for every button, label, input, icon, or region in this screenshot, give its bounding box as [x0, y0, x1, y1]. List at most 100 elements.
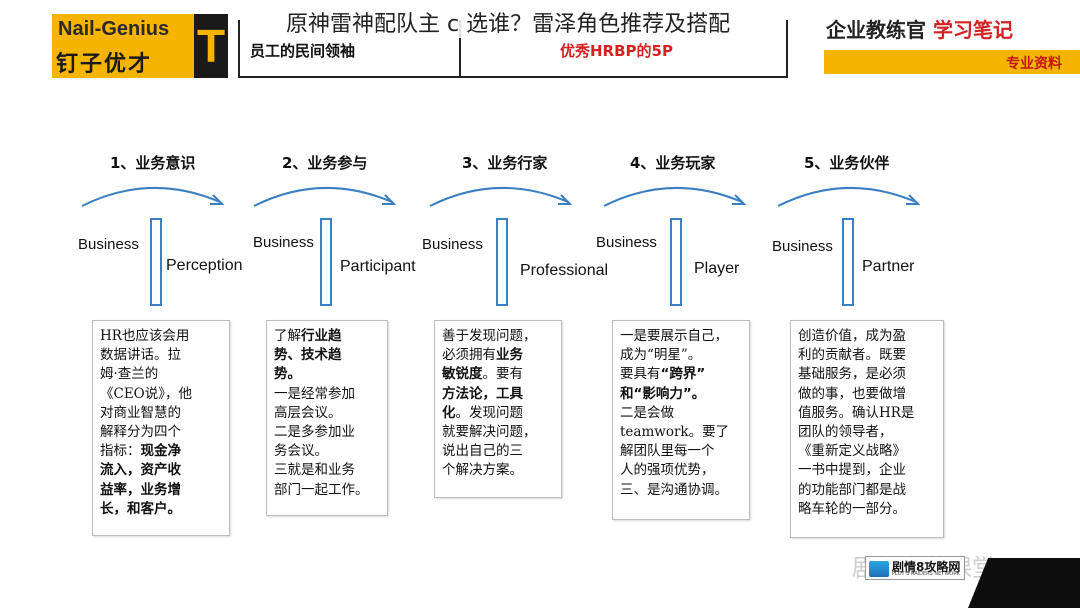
desc-line: teamwork。要了: [620, 424, 730, 441]
desc-box-1: HR也应该会用 数据讲话。拉 姆·查兰的 《CEO说》，他 对商业智慧的 解释分…: [92, 320, 230, 536]
desc-line: 略车轮的一部分。: [798, 500, 906, 517]
brand-logo: Nail-Genius 钉子优才 T: [52, 14, 228, 78]
pillar-3: [496, 218, 508, 306]
desc-line: 一是经常参加: [274, 385, 355, 402]
desc-line: 敏锐度。要有: [442, 366, 523, 383]
desc-line: 一是要展示自己，: [620, 328, 728, 344]
right-brand-bar: 专业资料: [824, 50, 1080, 74]
desc-line: 姆·查兰的: [100, 366, 159, 383]
desc-line: 说出自己的三: [442, 443, 523, 460]
label-business-4: Business: [596, 234, 657, 251]
label-business-1: Business: [78, 236, 139, 253]
label-second-3: Professional: [520, 262, 609, 279]
brand-chinese: 钉子优才: [56, 52, 153, 77]
label-second-5: Partner: [862, 258, 915, 275]
desc-line: 解团队里每一个: [620, 443, 715, 460]
desc-line: 三、是沟通协调。: [620, 481, 728, 498]
page-title: 原神雷神配队主 c 选谁？雷泽角色推荐及搭配: [282, 6, 735, 38]
game-site-watermark: 剧情8攻略网 PLOT 8 RAIDERS NETWORK: [865, 556, 965, 580]
right-brand-tag: 专业资料: [1006, 56, 1062, 72]
desc-line: 部门一起工作。: [274, 481, 369, 498]
header-left-label: 员工的民间领袖: [250, 42, 356, 60]
brand-letter: T: [194, 14, 228, 78]
stage-title-4: 4、业务玩家: [630, 154, 716, 172]
arc-arrow-5: [777, 186, 921, 207]
arc-arrow-3: [429, 186, 573, 207]
desc-line: HR也应该会用: [100, 328, 190, 344]
desc-line: 就要解决问题，: [442, 424, 537, 441]
desc-line: 人的强项优势，: [620, 462, 715, 479]
desc-line: 做的事，也要做增: [798, 385, 906, 402]
label-second-2: Participant: [340, 258, 416, 275]
desc-line: 解释分为四个: [100, 424, 181, 441]
desc-line: 指标：现金净: [100, 443, 181, 460]
label-second-1: Perception: [166, 257, 243, 274]
right-brand-title: 企业教练官 学习笔记: [826, 14, 1013, 43]
pillar-base-2: [320, 304, 332, 306]
desc-line: 了解行业趋: [274, 328, 342, 344]
header-right-label: 优秀HRBP的5P: [560, 42, 673, 60]
desc-line: 的功能部门都是战: [798, 481, 906, 498]
desc-line: 利的贡献者。既要: [798, 347, 906, 364]
game-site-icon: [869, 561, 889, 577]
desc-line: 善于发现问题，: [442, 328, 537, 344]
desc-line: 二是会做: [620, 404, 674, 421]
pillar-base-1: [150, 304, 162, 306]
desc-line: 势、技术趋: [274, 347, 342, 364]
header-divider: [459, 20, 461, 76]
stage-title-1: 1、业务意识: [110, 154, 196, 172]
arc-arrow-1: [81, 186, 225, 207]
label-business-3: Business: [422, 236, 483, 253]
desc-box-2: 了解行业趋 势、技术趋 势。 一是经常参加 高层会议。 二是多参加业 务会议。 …: [266, 320, 388, 516]
desc-box-5: 创造价值，成为盈 利的贡献者。既要 基础服务，是必须 做的事，也要做增 值服务。…: [790, 320, 944, 538]
desc-line: 成为“明星”。: [620, 347, 702, 364]
corner-shape: [968, 558, 1080, 608]
label-business-2: Business: [253, 234, 314, 251]
desc-line: 化。发现问题: [442, 404, 523, 421]
stage-title-3: 3、业务行家: [462, 154, 548, 172]
pillar-base-3: [496, 304, 508, 306]
right-brand: 企业教练官 学习笔记 专业资料: [824, 14, 1080, 74]
label-second-4: Player: [694, 260, 740, 277]
desc-line: 益率，业务增: [100, 481, 181, 498]
desc-line: 数据讲话。拉: [100, 347, 181, 364]
desc-box-4: 一是要展示自己， 成为“明星”。 要具有“跨界” 和“影响力”。 二是会做 te…: [612, 320, 750, 520]
desc-line: 高层会议。: [274, 404, 342, 421]
game-site-sub: PLOT 8 RAIDERS NETWORK: [892, 571, 960, 577]
desc-line: 对商业智慧的: [100, 404, 181, 421]
desc-line: 三就是和业务: [274, 462, 355, 479]
desc-line: 务会议。: [274, 443, 328, 460]
desc-line: 基础服务，是必须: [798, 366, 906, 383]
desc-line: 方法论，工具: [442, 385, 523, 402]
pillar-5: [842, 218, 854, 306]
right-brand-part1: 企业教练官: [826, 18, 926, 42]
pillar-base-5: [842, 304, 854, 306]
desc-line: 《重新定义战略》: [798, 443, 906, 460]
desc-line: 势。: [274, 366, 301, 383]
desc-line: 和“影响力”。: [620, 385, 706, 402]
desc-line: 必须拥有业务: [442, 347, 523, 364]
header-box: 员工的民间领袖 优秀HRBP的5P: [238, 20, 788, 78]
desc-line: 值服务。确认HR是: [798, 404, 915, 421]
desc-line: 创造价值，成为盈: [798, 328, 906, 344]
arc-arrow-2: [253, 186, 397, 207]
desc-line: 长，和客户。: [100, 500, 181, 517]
desc-line: 《CEO说》，他: [100, 385, 193, 402]
game-site-name: 剧情8攻略网: [892, 560, 961, 574]
brand-english: Nail-Genius: [58, 18, 170, 40]
desc-line: 个解决方案。: [442, 462, 523, 479]
desc-line: 流入，资产收: [100, 462, 181, 479]
pillar-2: [320, 218, 332, 306]
desc-line: 二是多参加业: [274, 424, 355, 441]
pillar-base-4: [670, 304, 682, 306]
desc-line: 团队的领导者，: [798, 424, 893, 441]
arc-arrow-4: [603, 186, 747, 207]
label-business-5: Business: [772, 238, 833, 255]
desc-line: 要具有“跨界”: [620, 366, 706, 383]
pillar-1: [150, 218, 162, 306]
stage-title-5: 5、业务伙伴: [804, 154, 890, 172]
right-brand-part2: 学习笔记: [932, 18, 1013, 42]
pillar-4: [670, 218, 682, 306]
desc-box-3: 善于发现问题， 必须拥有业务 敏锐度。要有 方法论，工具 化。发现问题 就要解决…: [434, 320, 562, 498]
desc-line: 一书中提到，企业: [798, 462, 906, 479]
